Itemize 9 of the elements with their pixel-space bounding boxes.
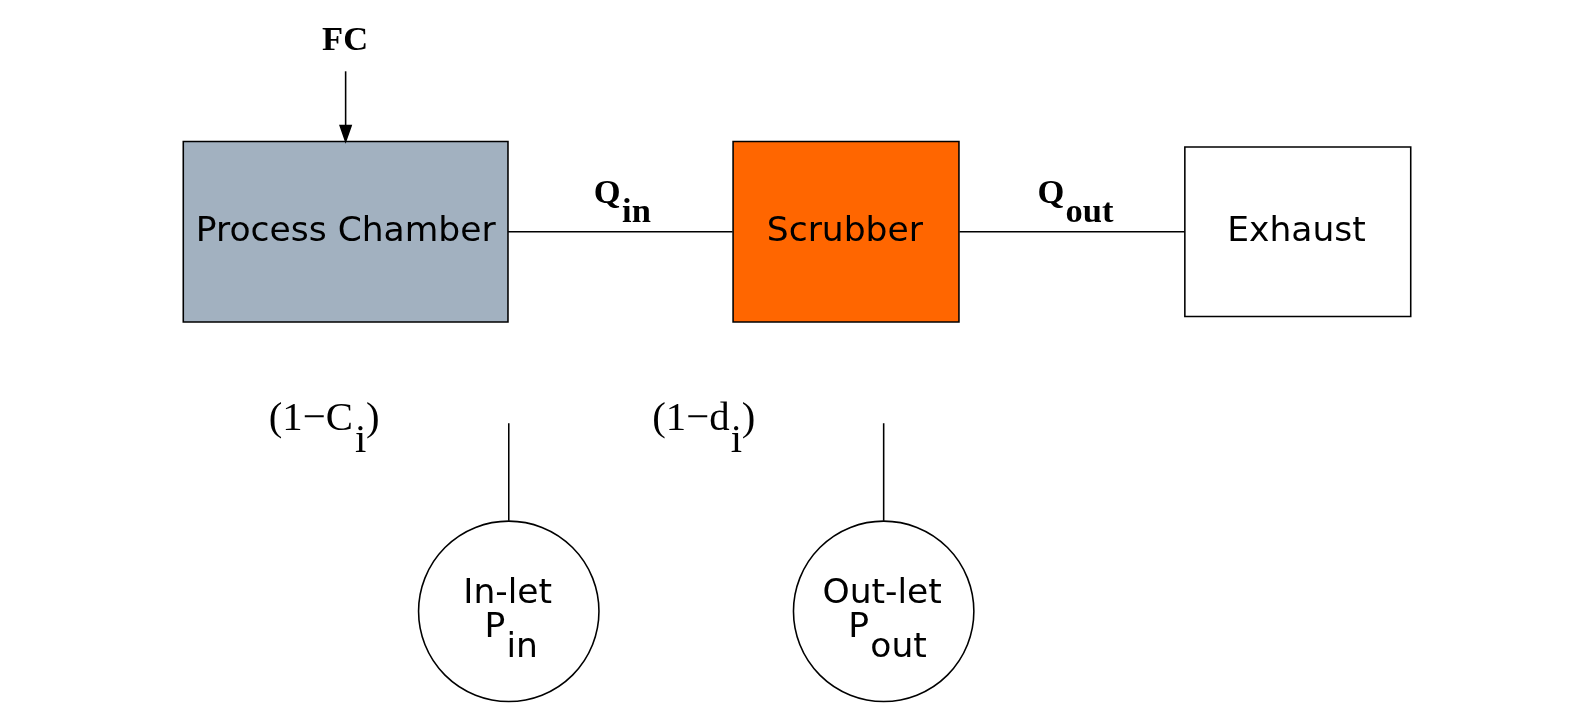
connector	[506, 230, 733, 233]
connector	[882, 422, 884, 522]
node-text: FC	[321, 18, 368, 57]
node-box: Scrubber	[731, 140, 960, 323]
connector	[507, 422, 510, 522]
node-box: Exhaust	[1183, 146, 1411, 318]
node-box: Process Chamber	[182, 140, 509, 323]
connector	[958, 230, 1185, 233]
arrow	[338, 70, 352, 144]
